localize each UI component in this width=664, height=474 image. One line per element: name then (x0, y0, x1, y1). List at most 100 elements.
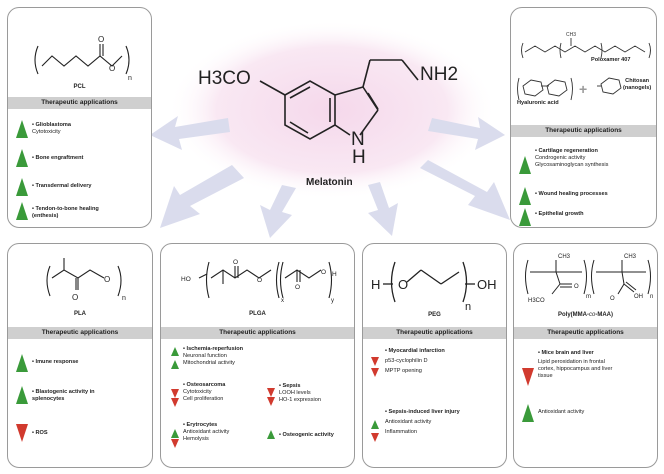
pcl-panel: O O n PCL Therapeutic applications • Gli… (7, 7, 152, 228)
ch3-label: CH3 (566, 32, 576, 38)
pcl-item-tendon: • Tendon-to-bone healing(enthesis) (32, 206, 99, 219)
up-arrow-icon (16, 202, 28, 220)
svg-text:O: O (104, 275, 110, 284)
poloxamer-header: Therapeutic applications (511, 125, 656, 137)
down-arrow-icon (371, 357, 379, 366)
peg-structure: H O OH n (371, 261, 497, 313)
pmma-item-antioxidant: Antioxidant activity (538, 409, 585, 415)
up-arrow-icon (371, 420, 379, 429)
peg-h: H (371, 277, 380, 292)
pcl-name: PCL (73, 84, 86, 90)
up-arrow-icon (16, 386, 28, 404)
amine-label: NH2 (420, 64, 458, 85)
pla-structure: O O n (46, 258, 126, 302)
pmma-structure: CH3 CH3 H3CO O O OH m n (525, 254, 653, 304)
peg-panel: H O OH n PEG Therapeutic applications • … (362, 243, 507, 468)
pmma-header: Therapeutic applications (514, 327, 657, 339)
pmma-ch3-a: CH3 (558, 254, 571, 260)
down-arrow-icon (371, 433, 379, 442)
up-arrow-icon (519, 156, 531, 174)
pla-panel: O O n PLA Therapeutic applications • Imu… (7, 243, 153, 468)
pla-subscript: n (122, 295, 126, 302)
down-arrow-icon (522, 368, 534, 386)
chitosan-name: Chitosan(nanogels) (623, 78, 652, 91)
svg-text:O: O (233, 259, 238, 266)
plga-ho: HO (181, 276, 191, 283)
up-arrow-icon (522, 404, 534, 422)
svg-text:O: O (257, 277, 262, 284)
svg-text:O: O (72, 293, 78, 302)
pla-name: PLA (74, 311, 86, 317)
polox-item-wound: • Wound healing processes (535, 191, 608, 197)
polox-item-epithelial: • Epithelial growth (535, 211, 584, 217)
plga-name: PLGA (249, 311, 266, 317)
melatonin-glow (167, 20, 497, 200)
peg-oh: OH (477, 277, 497, 292)
svg-text:O: O (321, 269, 326, 276)
pcl-subscript: n (128, 75, 132, 82)
methoxy-label: H3CO (198, 68, 251, 89)
pmma-h3co: H3CO (528, 298, 545, 304)
arrow-to-pmma (420, 160, 510, 220)
arrow-to-peg (368, 182, 398, 236)
plga-header: Therapeutic applications (161, 327, 354, 339)
pmma-name: Poly(MMA-co-MAA) (557, 312, 613, 318)
pmma-oh: OH (634, 294, 643, 300)
plga-panel: HO H O O O O x y PLGA Therapeutic applic… (160, 243, 355, 468)
up-arrow-icon (16, 178, 28, 196)
poloxamer-structure: CH3 + (517, 32, 651, 101)
pla-header: Therapeutic applications (8, 327, 152, 339)
peg-subscript: n (465, 301, 471, 313)
up-arrow-icon (171, 347, 179, 356)
plga-y: y (331, 298, 334, 304)
pmma-panel: CH3 CH3 H3CO O O OH m n Poly(MMA-co-MAA)… (513, 243, 658, 468)
nh-n-label: N (351, 129, 365, 150)
up-arrow-icon (16, 149, 28, 167)
svg-text:O: O (295, 284, 300, 291)
down-arrow-icon (267, 397, 275, 406)
arrow-to-plga (260, 185, 296, 238)
svg-text:O: O (109, 64, 115, 73)
plus-sign: + (579, 81, 587, 97)
up-arrow-icon (16, 120, 28, 138)
pcl-item-transdermal: • Transdermal delivery (32, 183, 92, 189)
nh-h-label: H (352, 147, 366, 168)
plga-x: x (281, 298, 284, 304)
melatonin-structure: H3CO NH2 N H Melatonin (198, 59, 458, 188)
pmma-m: m (586, 294, 591, 300)
pmma-o2: O (610, 296, 615, 302)
poloxamer-name: Poloxamer 407 (591, 57, 631, 63)
peg-header: Therapeutic applications (363, 327, 506, 339)
up-arrow-icon (519, 208, 531, 226)
poloxamer-panel: CH3 + Poloxamer 407 Chitosan(nanogels) H… (510, 7, 657, 228)
arrow-to-pla (160, 165, 244, 228)
pcl-header: Therapeutic applications (8, 97, 151, 109)
pmma-o1: O (574, 284, 579, 290)
down-arrow-icon (371, 368, 379, 377)
pla-item-immune: • Imune response (32, 359, 79, 365)
plga-structure: HO H O O O O x y (181, 259, 337, 304)
down-arrow-icon (171, 398, 179, 407)
up-arrow-icon (171, 429, 179, 438)
down-arrow-icon (171, 389, 179, 398)
pla-item-ros: • ROS (32, 430, 48, 436)
down-arrow-icon (171, 439, 179, 448)
up-arrow-icon (171, 360, 179, 369)
up-arrow-icon (519, 187, 531, 205)
down-arrow-icon (16, 424, 28, 442)
pmma-n: n (650, 294, 653, 300)
pcl-structure: O O n (34, 35, 132, 82)
up-arrow-icon (16, 354, 28, 372)
peg-o: O (398, 277, 408, 292)
up-arrow-icon (267, 430, 275, 439)
pmma-ch3-b: CH3 (624, 254, 637, 260)
